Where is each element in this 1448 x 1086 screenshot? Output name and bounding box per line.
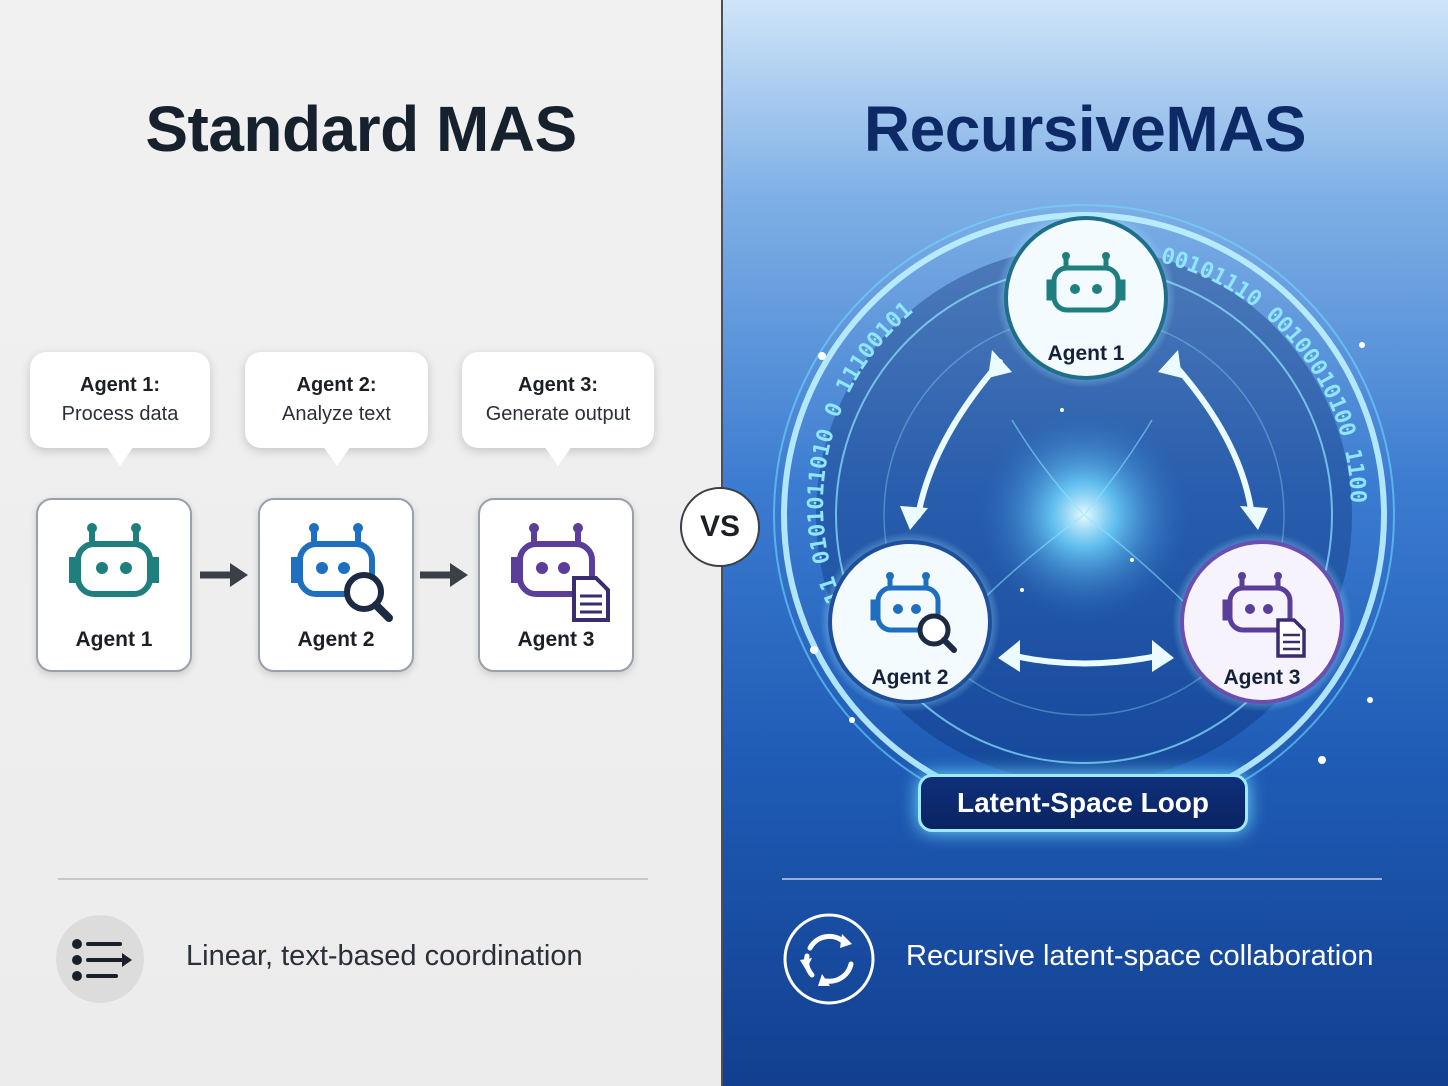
flow-arrow-icon xyxy=(200,563,248,587)
recursive-mas-summary: Recursive latent-space collaboration xyxy=(906,940,1374,972)
agent-1-task-bubble: Agent 1: Process data xyxy=(30,352,210,466)
recursive-mas-title: RecursiveMAS xyxy=(863,93,1307,165)
robot-document-icon xyxy=(511,523,610,622)
latent-space-loop-label: Latent-Space Loop xyxy=(918,774,1248,832)
agent-3-node xyxy=(1180,540,1344,704)
robot-icon xyxy=(1046,252,1126,313)
bubble-text: Process data xyxy=(61,403,179,425)
robot-icon xyxy=(69,523,159,597)
flow-arrow-icon xyxy=(420,563,468,587)
list-arrow-icon xyxy=(56,915,144,1003)
standard-mas-summary: Linear, text-based coordination xyxy=(186,940,583,972)
agent-label: Agent 3 xyxy=(517,628,595,651)
agent-label: Agent 1 xyxy=(75,628,153,651)
agent-label: Agent 3 xyxy=(1223,666,1300,689)
arrow-1-3 xyxy=(1169,359,1255,519)
agent-label: Agent 1 xyxy=(1047,342,1124,365)
footer-divider xyxy=(58,878,648,880)
bubble-title: Agent 3: xyxy=(518,374,598,396)
agent-2-card: Agent 2 xyxy=(258,498,414,672)
agent-2-task-bubble: Agent 2: Analyze text xyxy=(245,352,428,466)
agent-label: Agent 2 xyxy=(871,666,948,689)
arrow-2-3 xyxy=(1007,652,1165,667)
bubble-text: Generate output xyxy=(485,403,631,425)
robot-search-icon xyxy=(291,523,393,622)
robot-search-icon xyxy=(870,572,957,653)
agent-1-node xyxy=(1004,216,1168,380)
bubble-text: Analyze text xyxy=(282,403,391,425)
agent-1-card: Agent 1 xyxy=(36,498,192,672)
agent-3-task-bubble: Agent 3: Generate output xyxy=(462,352,654,466)
latent-loop-diagram: 11 0101011010 0 11100101 00101110 001000… xyxy=(773,204,1395,826)
arrow-1-2 xyxy=(915,359,1003,519)
footer-divider xyxy=(782,878,1382,880)
bubble-title: Agent 2: xyxy=(296,374,377,396)
robot-document-icon xyxy=(1222,572,1306,658)
bubble-title: Agent 1: xyxy=(80,374,160,396)
standard-mas-title: Standard MAS xyxy=(145,93,577,165)
agent-2-node xyxy=(828,540,992,704)
agent-3-card: Agent 3 xyxy=(478,498,634,672)
agent-label: Agent 2 xyxy=(297,628,375,651)
vs-badge: VS xyxy=(680,487,760,567)
cycle-arrows-icon xyxy=(783,913,875,1005)
